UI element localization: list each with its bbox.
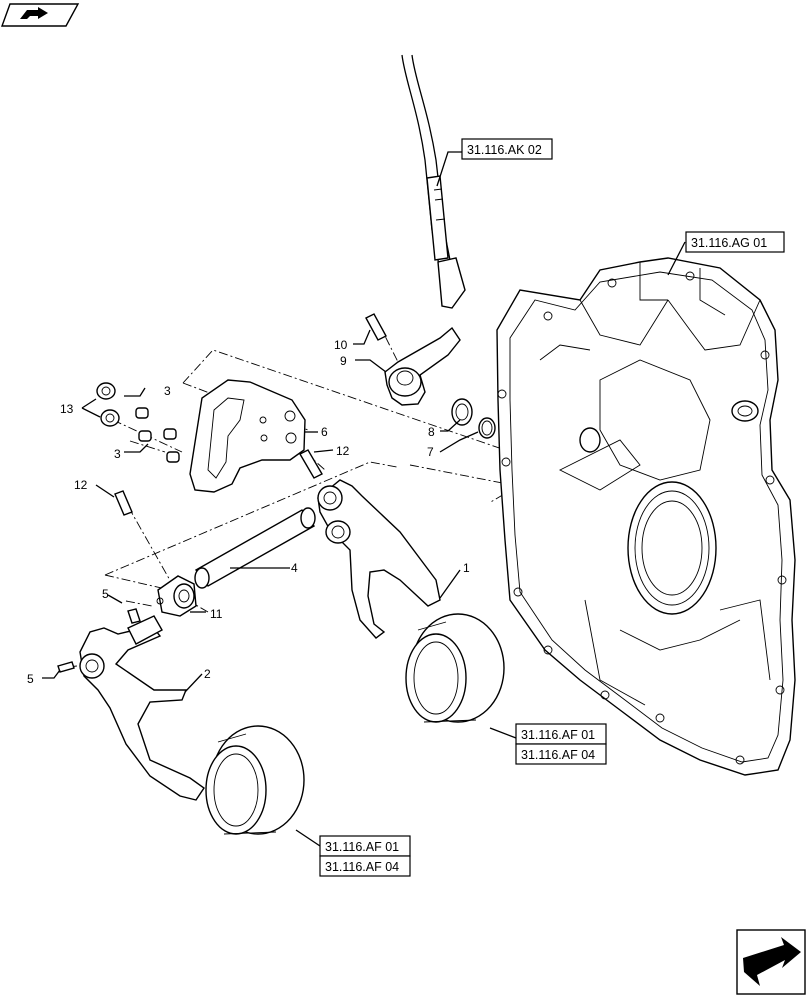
ref-box-ag01[interactable]: 31.116.AG 01 (685, 231, 785, 253)
callout-2: 2 (204, 667, 211, 681)
svg-text:31.116.AF 04: 31.116.AF 04 (521, 748, 595, 762)
roll-pins (114, 449, 323, 516)
callout-11: 11 (210, 607, 223, 621)
callout-4: 4 (291, 561, 298, 575)
spring-pins (57, 608, 141, 673)
ref-box-af04-upper[interactable]: 31.116.AF 04 (515, 743, 607, 765)
shift-fork-lower (79, 615, 205, 801)
callout-13: 13 (60, 402, 74, 416)
callout-3-upper: 3 (164, 384, 171, 398)
svg-text:31.116.AF 01: 31.116.AF 01 (521, 728, 595, 742)
small-bolts-and-spacers (96, 382, 180, 463)
ref-box-af01-upper[interactable]: 31.116.AF 01 (515, 723, 607, 745)
callout-7: 7 (427, 445, 434, 459)
callout-5-upper: 5 (102, 587, 109, 601)
callout-1: 1 (463, 561, 470, 575)
shift-rail (194, 507, 316, 589)
gate-plate (189, 379, 306, 493)
svg-text:31.116.AF 01: 31.116.AF 01 (325, 840, 399, 854)
ref-box-af04-lower[interactable]: 31.116.AF 04 (319, 855, 411, 877)
ref-box-ak02[interactable]: 31.116.AK 02 (461, 138, 553, 160)
callout-8: 8 (428, 425, 435, 439)
ref-box-af01-lower[interactable]: 31.116.AF 01 (319, 835, 411, 857)
selector-lever (365, 313, 461, 406)
bushing-and-ring (451, 398, 496, 439)
sync-sleeve-lower (205, 725, 305, 835)
callout-12-right: 12 (336, 444, 350, 458)
callout-10: 10 (334, 338, 348, 352)
shift-fork-upper (317, 479, 441, 639)
sensor-cable (401, 54, 466, 309)
svg-text:31.116.AK 02: 31.116.AK 02 (467, 143, 542, 157)
next-page-arrow-icon[interactable] (736, 929, 806, 995)
svg-text:31.116.AG 01: 31.116.AG 01 (691, 236, 767, 250)
callout-5-lower: 5 (27, 672, 34, 686)
callout-12-left: 12 (74, 478, 88, 492)
callout-3-lower: 3 (114, 447, 121, 461)
callout-6: 6 (321, 425, 328, 439)
sync-sleeve-upper (405, 613, 505, 723)
selector-block (156, 575, 197, 617)
svg-text:31.116.AF 04: 31.116.AF 04 (325, 860, 399, 874)
leader-lines (42, 151, 686, 847)
callout-9: 9 (340, 354, 347, 368)
transmission-housing (496, 257, 796, 776)
book-arrow-icon[interactable] (1, 3, 80, 27)
